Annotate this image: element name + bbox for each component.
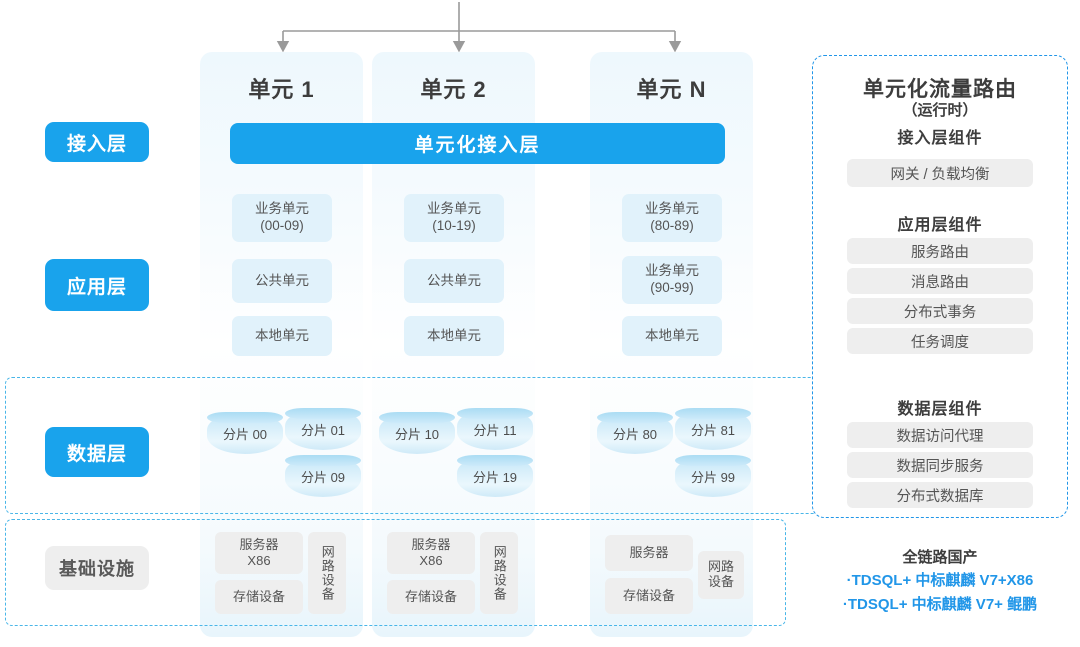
- shard-label: 分片 01: [300, 422, 346, 438]
- app-box-u1-1[interactable]: 公共单元: [232, 259, 332, 303]
- infra-storage-label: 存储设备: [622, 588, 675, 604]
- unified-access-bar[interactable]: 单元化接入层: [230, 123, 725, 164]
- app-box-u2-2[interactable]: 本地单元: [404, 316, 504, 356]
- infra-server-label: 服务器: [629, 545, 669, 561]
- shard-u1-0[interactable]: 分片 00: [207, 412, 283, 454]
- app-box-line1: 本地单元: [645, 327, 699, 343]
- app-box-line1: 业务单元: [645, 263, 699, 279]
- panel-item-task-scheduling[interactable]: 任务调度: [847, 328, 1033, 354]
- panel-title: 单元化流量路由: [863, 78, 1017, 101]
- panel-item-distributed-database[interactable]: 分布式数据库: [847, 482, 1033, 508]
- panel-item-data-access-proxy[interactable]: 数据访问代理: [847, 422, 1033, 448]
- infra-storage-label: 存储设备: [232, 589, 285, 605]
- app-box-u2-0[interactable]: 业务单元 (10-19): [404, 194, 504, 242]
- layer-chip-app[interactable]: 应用层: [45, 259, 149, 311]
- app-box-un-0[interactable]: 业务单元 (80-89): [622, 194, 722, 242]
- panel-subtitle: （运行时）: [902, 102, 978, 119]
- layer-chip-data[interactable]: 数据层: [45, 427, 149, 477]
- infra-server-un[interactable]: 服务器: [605, 535, 693, 571]
- layer-chip-access[interactable]: 接入层: [45, 122, 149, 162]
- footer-title: 全链路国产: [902, 549, 978, 566]
- app-box-line1: 业务单元: [255, 201, 309, 217]
- infra-layer-band: [5, 519, 786, 626]
- app-box-line1: 公共单元: [427, 272, 481, 288]
- shard-label: 分片 11: [473, 422, 517, 438]
- app-box-un-2[interactable]: 本地单元: [622, 316, 722, 356]
- shard-label: 分片 80: [612, 426, 658, 442]
- app-box-u2-1[interactable]: 公共单元: [404, 259, 504, 303]
- infra-server-u2[interactable]: 服务器 X86: [387, 532, 475, 574]
- panel-section-heading-app: 应用层组件: [897, 217, 983, 234]
- infra-network-label: 网路设备: [707, 559, 734, 589]
- shard-un-0[interactable]: 分片 80: [597, 412, 673, 454]
- layer-chip-infra[interactable]: 基础设施: [45, 546, 149, 590]
- unit-title-2: 单元 2: [420, 77, 487, 102]
- app-box-line1: 业务单元: [427, 201, 481, 217]
- infra-network-label: 网路设备: [319, 545, 335, 601]
- infra-server-sub: X86: [247, 553, 271, 568]
- shard-u2-0[interactable]: 分片 10: [379, 412, 455, 454]
- app-box-line2: (10-19): [432, 218, 476, 233]
- panel-item-gateway-lb[interactable]: 网关 / 负载均衡: [847, 159, 1033, 187]
- app-box-line2: (00-09): [260, 218, 304, 233]
- infra-server-u1[interactable]: 服务器 X86: [215, 532, 303, 574]
- shard-label: 分片 09: [300, 469, 346, 485]
- panel-section-heading-access: 接入层组件: [897, 130, 983, 147]
- panel-item-data-sync-service[interactable]: 数据同步服务: [847, 452, 1033, 478]
- app-box-line1: 本地单元: [255, 327, 309, 343]
- shard-label: 分片 81: [690, 422, 736, 438]
- app-box-line1: 公共单元: [255, 272, 309, 288]
- shard-label: 分片 10: [394, 426, 440, 442]
- shard-u1-1[interactable]: 分片 01: [285, 408, 361, 450]
- panel-item-service-routing[interactable]: 服务路由: [847, 238, 1033, 264]
- infra-server-label: 服务器: [411, 537, 451, 553]
- footer-line-2: ·TDSQL+ 中标麒麟 V7+ 鲲鹏: [842, 596, 1038, 613]
- infra-network-un[interactable]: 网路设备: [698, 551, 744, 599]
- panel-item-message-routing[interactable]: 消息路由: [847, 268, 1033, 294]
- infra-network-u2[interactable]: 网路设备: [480, 532, 518, 614]
- infra-storage-u1[interactable]: 存储设备: [215, 580, 303, 614]
- infra-server-label: 服务器: [239, 537, 279, 553]
- app-box-u1-0[interactable]: 业务单元 (00-09): [232, 194, 332, 242]
- shard-u1-2[interactable]: 分片 09: [285, 455, 361, 497]
- shard-un-1[interactable]: 分片 81: [675, 408, 751, 450]
- unit-title-1: 单元 1: [248, 77, 315, 102]
- infra-network-u1[interactable]: 网路设备: [308, 532, 346, 614]
- panel-item-distributed-transaction[interactable]: 分布式事务: [847, 298, 1033, 324]
- panel-section-heading-data: 数据层组件: [897, 401, 983, 418]
- infra-storage-u2[interactable]: 存储设备: [387, 580, 475, 614]
- footer-line-1: ·TDSQL+ 中标麒麟 V7+X86: [846, 572, 1034, 589]
- infra-storage-un[interactable]: 存储设备: [605, 578, 693, 614]
- shard-un-2[interactable]: 分片 99: [675, 455, 751, 497]
- app-box-u1-2[interactable]: 本地单元: [232, 316, 332, 356]
- shard-label: 分片 00: [222, 426, 268, 442]
- shard-label: 分片 99: [690, 469, 736, 485]
- unit-title-n: 单元 N: [636, 77, 707, 102]
- infra-storage-label: 存储设备: [404, 589, 457, 605]
- shard-label: 分片 19: [472, 469, 518, 485]
- app-box-line2: (80-89): [650, 218, 694, 233]
- app-box-line1: 业务单元: [645, 201, 699, 217]
- infra-network-label: 网路设备: [491, 545, 507, 601]
- app-box-line2: (90-99): [650, 280, 694, 295]
- shard-u2-2[interactable]: 分片 19: [457, 455, 533, 497]
- shard-u2-1[interactable]: 分片 11: [457, 408, 533, 450]
- infra-server-sub: X86: [419, 553, 443, 568]
- app-box-un-1[interactable]: 业务单元 (90-99): [622, 256, 722, 304]
- app-box-line1: 本地单元: [427, 327, 481, 343]
